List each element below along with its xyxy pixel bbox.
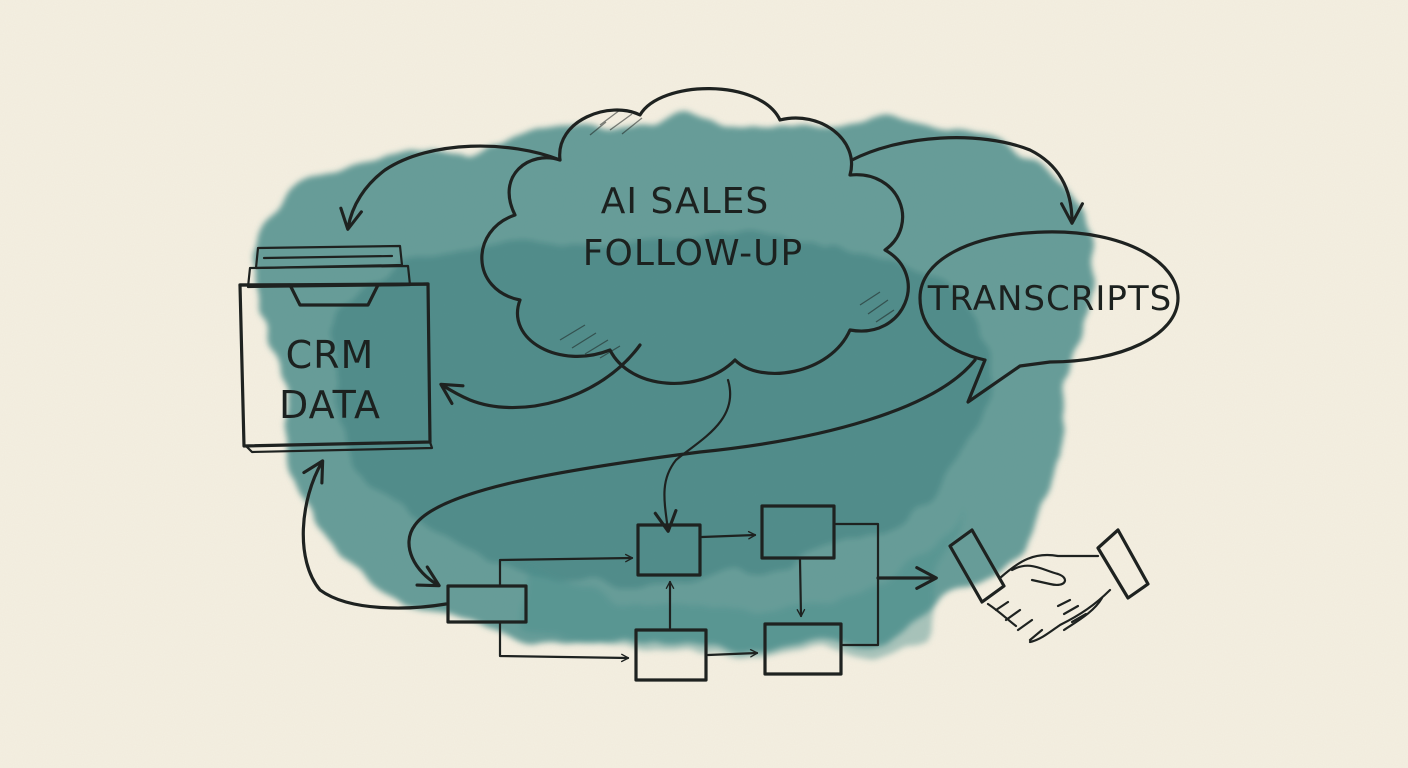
arrow-crm-workflow-sync [301,459,448,610]
transcripts-label: TRANSCRIPTS [927,279,1173,319]
workflow-node-a [636,523,702,577]
cloud-label-line1: AI SALES [601,181,770,222]
crm-label-line1: CRM [286,333,375,377]
workflow-flowchart [446,504,938,682]
arrow-cloud-to-crm-lower [439,343,642,410]
edge-a-to-b [700,530,757,540]
ai-sales-followup-cloud: AI SALES FOLLOW-UP [480,87,910,385]
edge-c-to-d [706,648,759,658]
crm-data-file-drawer: CRM DATA [238,244,434,454]
workflow-node-c [634,628,708,682]
edge-b-to-exit [834,522,880,647]
workflow-node-start [446,584,528,624]
workflow-node-d [763,622,843,676]
crm-label-line2: DATA [279,383,381,427]
arrow-cloud-to-crm-top [339,144,562,231]
edge-b-to-d [796,558,806,618]
transcripts-speech-bubble: TRANSCRIPTS [918,230,1180,404]
edge-start-to-a [498,553,634,588]
arrow-cloud-to-workflow [653,378,732,533]
connector-arrows [301,136,1084,610]
workflow-node-b [760,504,836,560]
edge-start-to-c [498,620,630,663]
arrow-cloud-to-transcripts [850,136,1084,225]
handshake-icon [948,528,1150,644]
arrow-transcripts-to-workflow [407,358,977,588]
file-drawer-icon [238,244,434,454]
cloud-label-line2: FOLLOW-UP [583,233,803,274]
